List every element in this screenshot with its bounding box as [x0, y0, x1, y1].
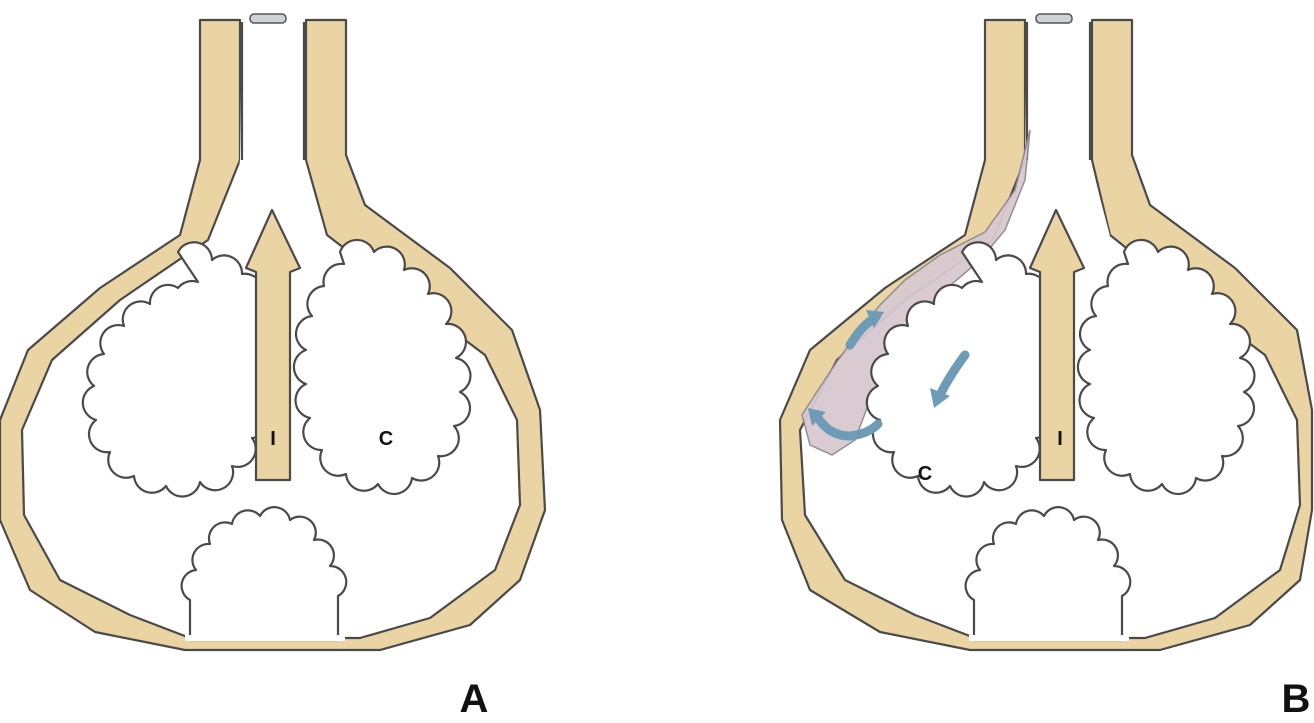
- panel-a-inner-label-left: I: [270, 428, 276, 450]
- panel-b-bottom-lobe: [966, 507, 1131, 640]
- panel-b-inner-label-right: I: [1057, 428, 1063, 450]
- panel-a-bottom-lobe: [182, 507, 347, 640]
- panel-b-inner-label-left: C: [918, 463, 932, 485]
- panel-b: C I B: [780, 14, 1312, 721]
- panel-b-duct-cap: [1036, 14, 1072, 23]
- panel-a-letter: A: [460, 677, 489, 721]
- panel-a-duct-cap: [250, 14, 286, 23]
- panel-a: I C A: [0, 14, 545, 721]
- panel-a-inner-label-right: C: [379, 428, 393, 450]
- panel-b-letter: B: [1282, 677, 1311, 721]
